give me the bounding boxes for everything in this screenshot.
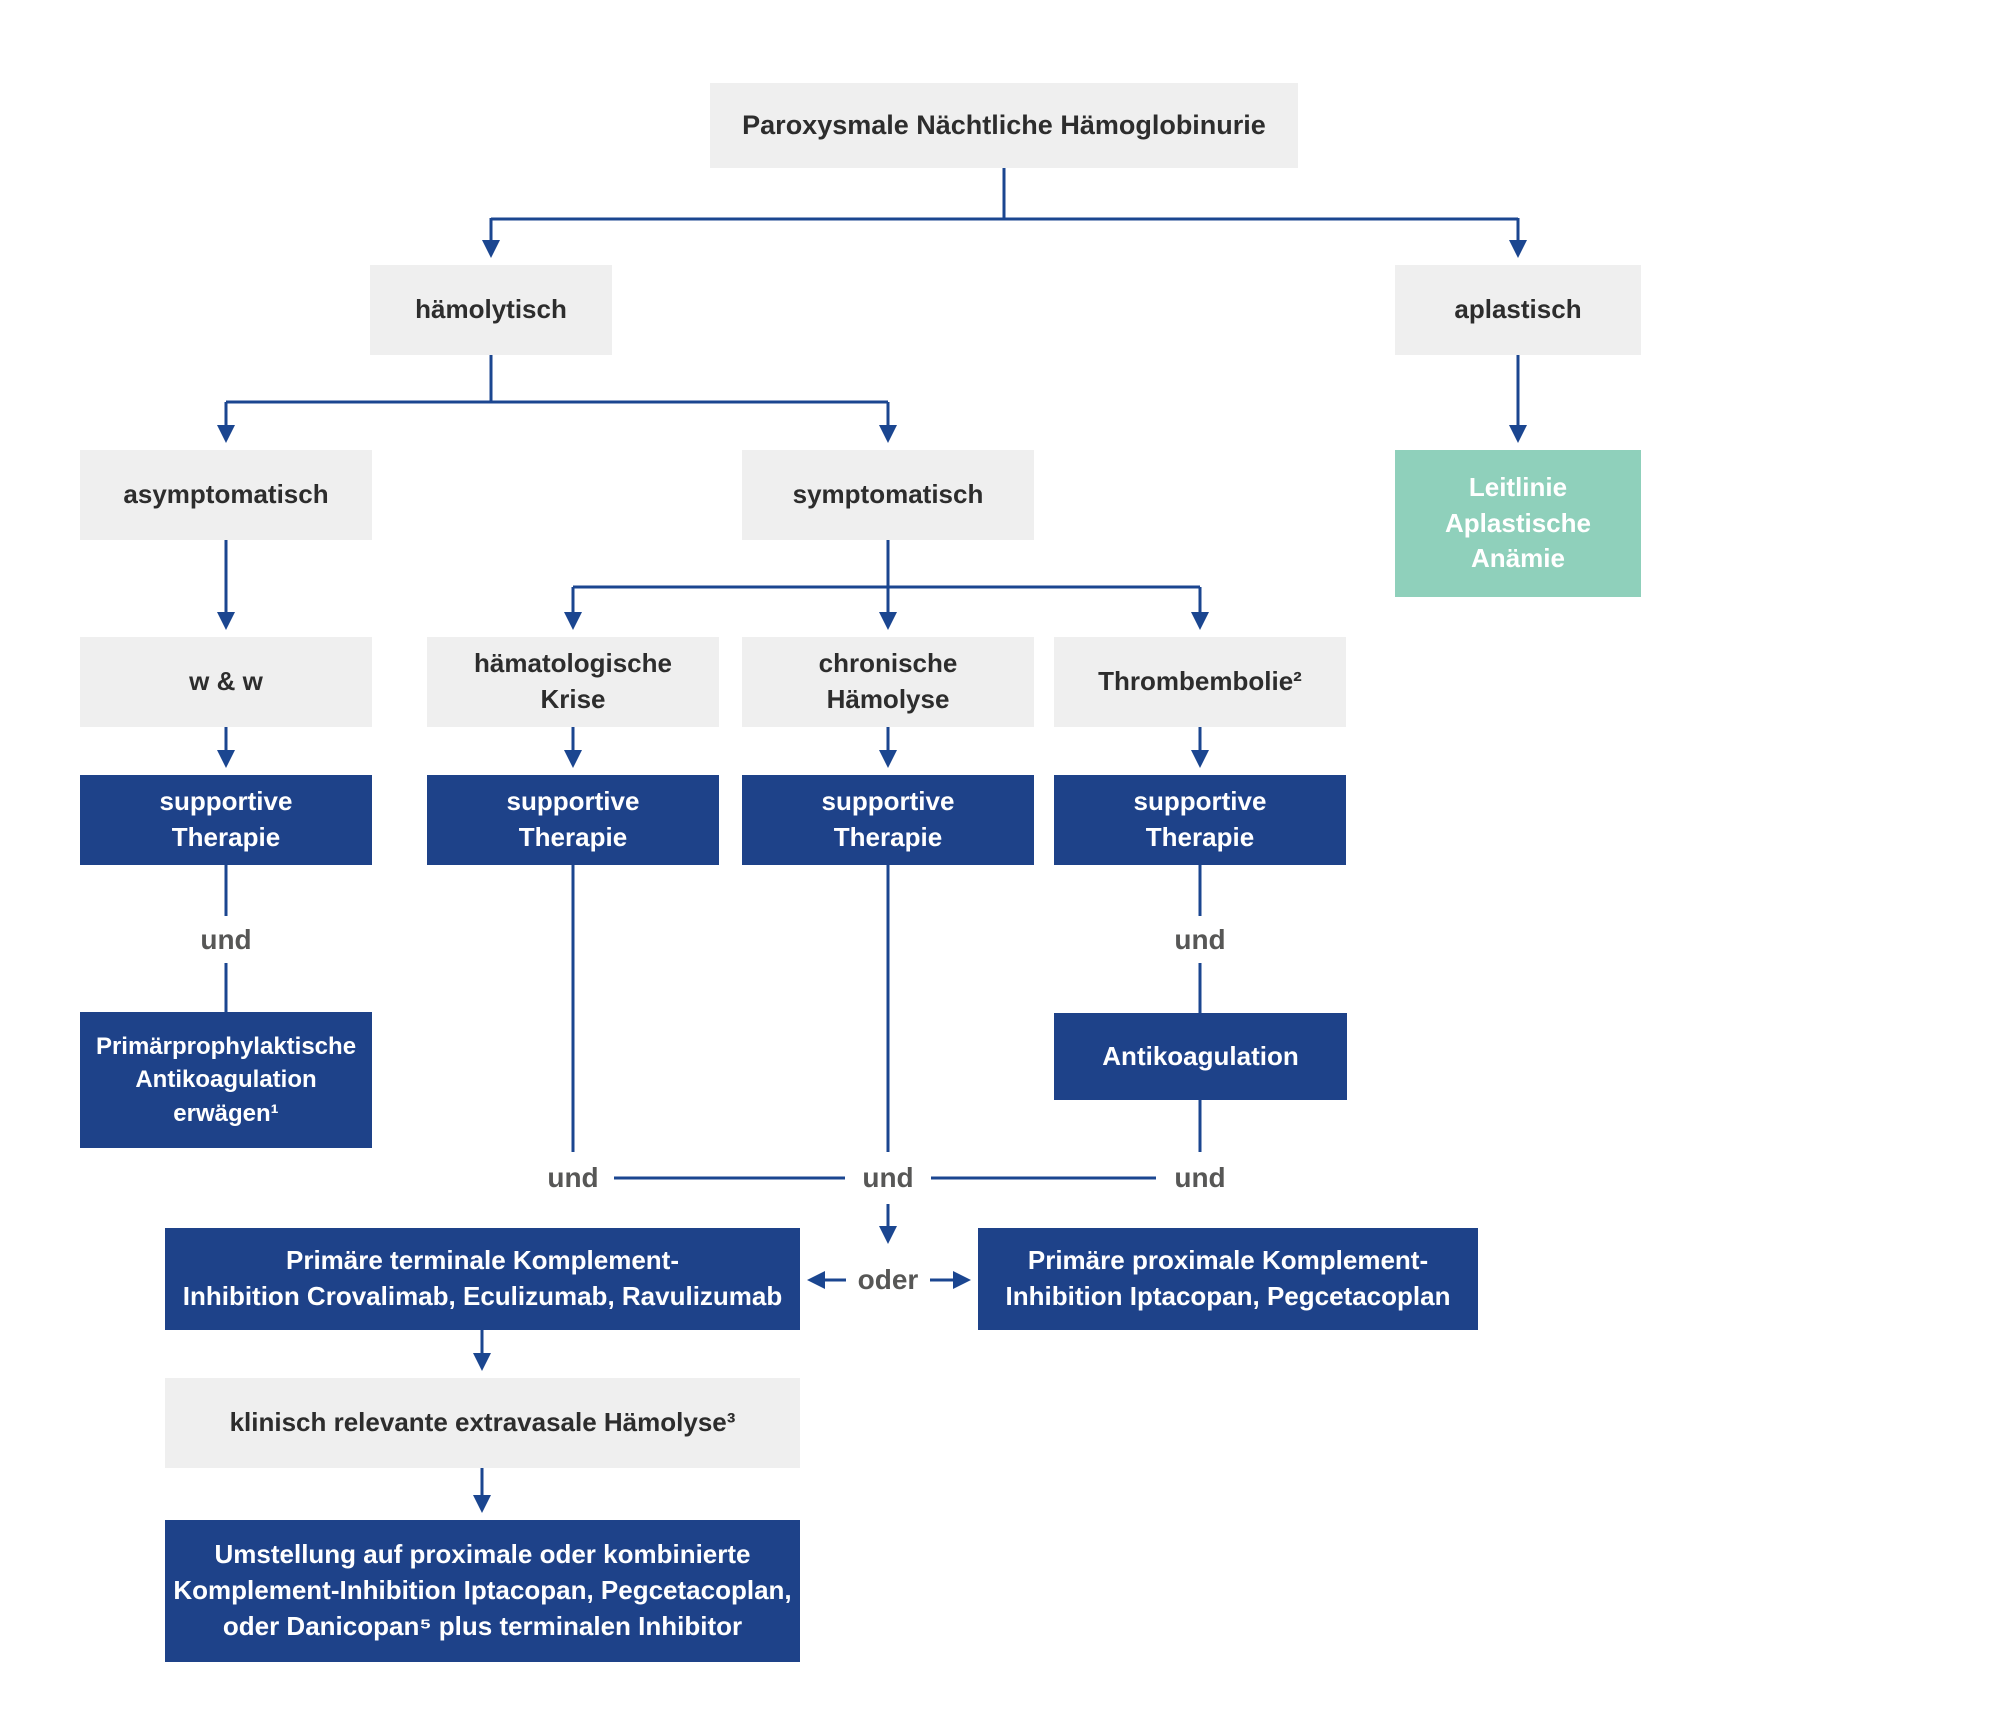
label-und-row-mid: und [862,1162,914,1193]
node-primaerprophylaktische-antikoagulation: Primärprophylaktische Antikoagulation er… [80,1012,372,1148]
node-title: Paroxysmale Nächtliche Hämoglobinurie [710,83,1298,168]
node-symptomatisch: symptomatisch [742,450,1034,540]
node-umstellung: Umstellung auf proximale oder kombiniert… [165,1520,800,1662]
node-supportive-therapie-1: supportive Therapie [80,775,372,865]
node-supportive-therapie-2: supportive Therapie [427,775,719,865]
label-und-row-right: und [1174,1162,1226,1193]
label-und-col1: und [200,924,252,955]
node-asymptomatisch: asymptomatisch [80,450,372,540]
node-haemolytisch: hämolytisch [370,265,612,355]
node-supportive-therapie-4: supportive Therapie [1054,775,1346,865]
label-und-col4: und [1174,924,1226,955]
node-haematologische-krise: hämatologische Krise [427,637,719,727]
node-antikoagulation: Antikoagulation [1054,1013,1347,1100]
node-leitlinie-aplastische-anaemie: Leitlinie Aplastische Anämie [1395,450,1641,597]
node-extravasale-haemolyse: klinisch relevante extravasale Hämolyse³ [165,1378,800,1468]
node-supportive-therapie-3: supportive Therapie [742,775,1034,865]
node-aplastisch: aplastisch [1395,265,1641,355]
node-thrombembolie: Thrombembolie² [1054,637,1346,727]
label-oder: oder [857,1264,919,1295]
node-proximale-inhibition: Primäre proximale Komplement- Inhibition… [978,1228,1478,1330]
node-chronische-haemolyse: chronische Hämolyse [742,637,1034,727]
label-und-row-left: und [547,1162,599,1193]
node-terminale-inhibition: Primäre terminale Komplement- Inhibition… [165,1228,800,1330]
node-watch-and-wait: w & w [80,637,372,727]
